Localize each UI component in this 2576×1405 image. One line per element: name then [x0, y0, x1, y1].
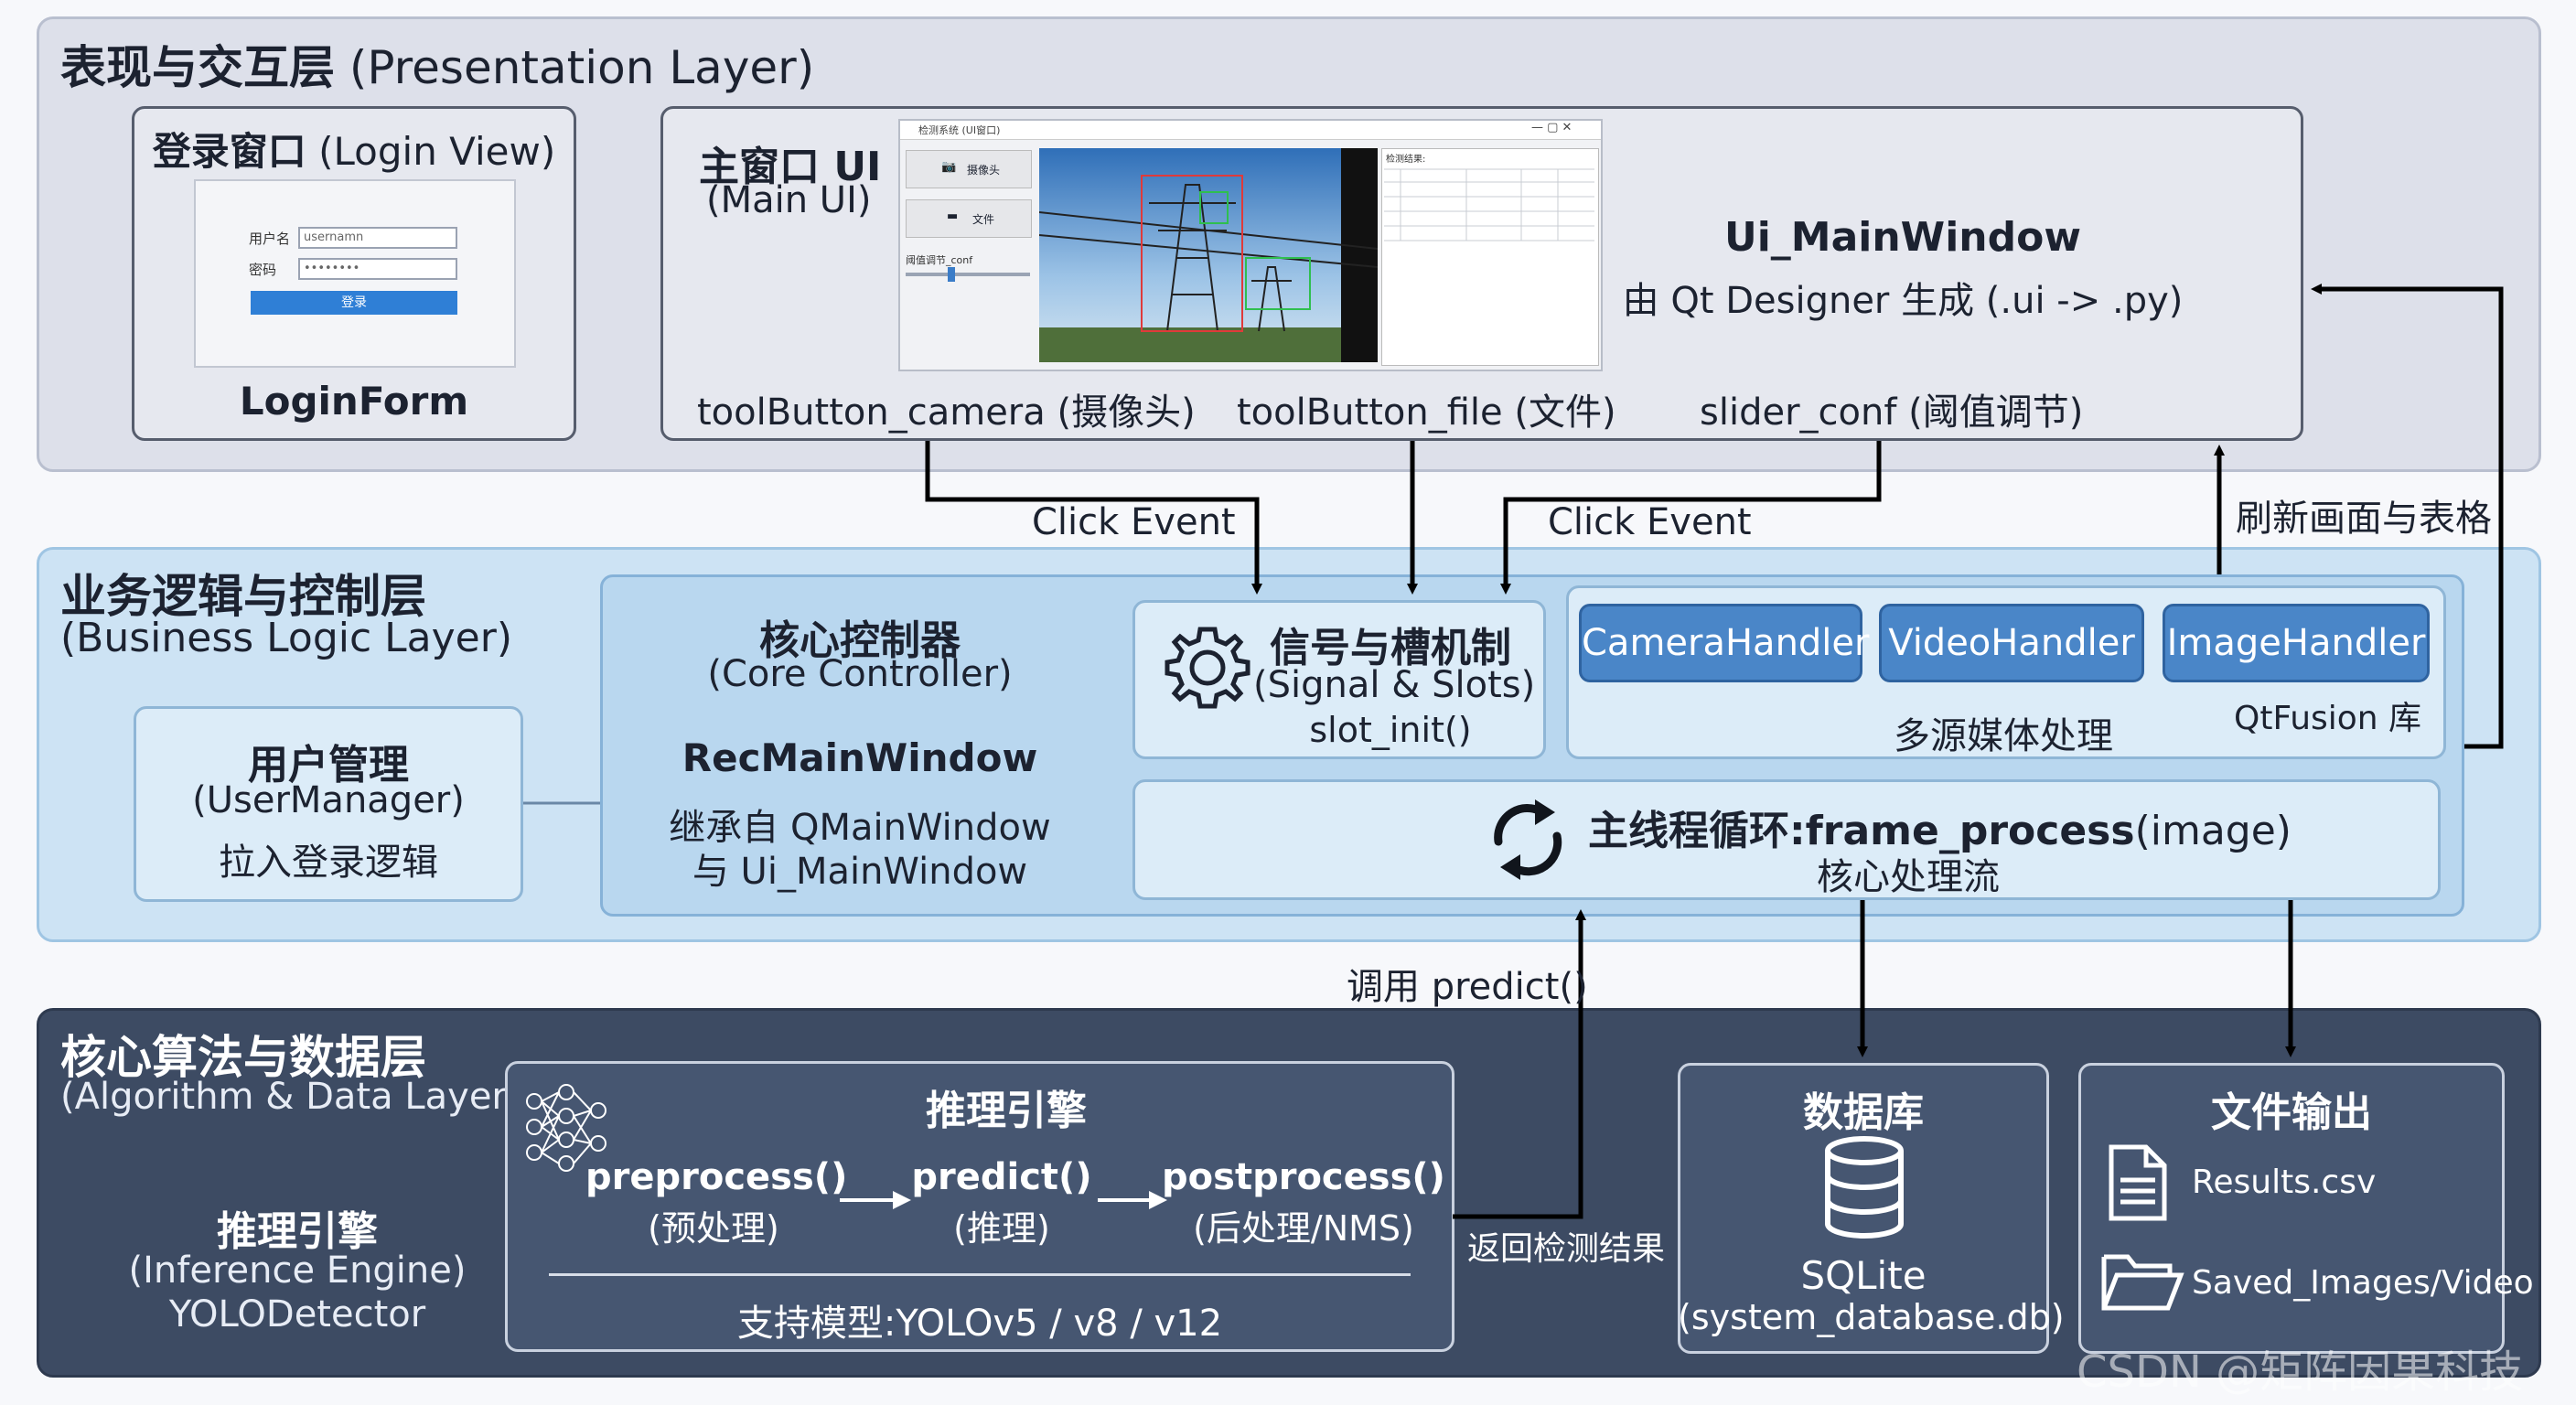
refresh-loop-icon [1494, 799, 1562, 880]
username-label: 用户名 [249, 231, 291, 247]
signal-slots-title: 信号与槽机制 [1270, 625, 1511, 671]
document-icon [2109, 1144, 2167, 1221]
main-ui-title-cn: 主窗口 UI [699, 144, 882, 190]
predict-desc: (推理) [953, 1208, 1050, 1249]
mini-camera-label: 摄像头 [967, 164, 1001, 177]
pipeline-title: 推理引擎 [926, 1088, 1087, 1134]
image-handler-button[interactable]: ImageHandler [2163, 604, 2430, 682]
camera-handler-button[interactable]: CameraHandler [1579, 604, 1869, 682]
user-manager-box [134, 706, 523, 902]
user-manager-desc: 拉入登录逻辑 [219, 842, 438, 884]
folder-icon [2101, 1254, 2184, 1311]
database-title: 数据库 [1803, 1089, 1924, 1136]
widget-slider-label: slider_conf (阈值调节) [1700, 391, 2084, 434]
widget-camera-label: toolButton_camera (摄像头) [697, 391, 1196, 434]
business-layer-title-cn: 业务逻辑与控制层 [60, 570, 426, 623]
presentation-layer-title: 表现与交互层 (Presentation Layer) [60, 41, 815, 94]
click-event-label-left: Click Event [1032, 501, 1236, 543]
media-handlers-caption: 多源媒体处理 [1894, 715, 2113, 757]
core-controller-subtitle: (Core Controller) [707, 653, 1013, 695]
username-field[interactable]: usernamn [298, 227, 457, 249]
click-event-label-right: Click Event [1548, 501, 1752, 543]
user-manager-class: (UserManager) [192, 779, 465, 821]
pipeline-divider [549, 1273, 1411, 1276]
slot-init-func: slot_init() [1309, 710, 1472, 750]
folder-icon: ▬ [947, 209, 959, 223]
main-loop-title: 主线程循环:frame_process(image) [1588, 798, 2292, 856]
core-controller-title: 核心控制器 [759, 617, 961, 664]
business-layer-title-en: (Business Logic Layer) [60, 615, 513, 661]
mini-result-table: 检测结果: [1381, 148, 1599, 366]
ui-mainwindow-class: Ui_MainWindow [1723, 214, 2081, 261]
gear-icon [1165, 627, 1250, 709]
algorithm-layer-title-en: (Algorithm & Data Layer) [60, 1076, 521, 1118]
qtfusion-lib-label: QtFusion 库 [2234, 700, 2422, 737]
widget-file-label: toolButton_file (文件) [1237, 391, 1616, 434]
supported-models: 支持模型:YOLOv5 / v8 / v12 [736, 1303, 1223, 1345]
mini-table-header: 检测结果: [1386, 155, 1426, 165]
return-result-label: 返回检测结果 [1467, 1230, 1666, 1268]
main-ui-title-en: (Main UI) [706, 179, 872, 221]
postprocess-desc: (后处理/NMS) [1193, 1208, 1414, 1249]
neural-network-icon [526, 1084, 606, 1172]
camera-icon: 📷 [941, 160, 957, 174]
mini-slider-track[interactable] [906, 273, 1030, 276]
frame-process-func: frame_process [1805, 808, 2135, 854]
user-manager-title: 用户管理 [248, 742, 409, 788]
password-field[interactable]: •••••••• [298, 258, 457, 280]
signal-slots-subtitle: (Signal & Slots) [1253, 664, 1536, 706]
mini-slider-handle[interactable] [948, 267, 955, 282]
database-box [1678, 1063, 2049, 1354]
mini-camera-button[interactable]: 📷 摄像头 [906, 150, 1032, 188]
main-loop-desc: 核心处理流 [1817, 856, 2000, 898]
sqlite-label: SQLite [1800, 1253, 1927, 1298]
inherit-line-1: 继承自 QMainWindow [669, 807, 1051, 849]
video-handler-button[interactable]: VideoHandler [1879, 604, 2144, 682]
video-frame [1039, 148, 1378, 362]
predict-func: predict() [911, 1156, 1092, 1198]
saved-media-label: Saved_Images/Video [2192, 1264, 2534, 1302]
preprocess-func: preprocess() [585, 1156, 848, 1198]
inference-pipeline-box [505, 1061, 1454, 1352]
results-csv-label: Results.csv [2192, 1164, 2377, 1201]
database-file: (system_database.db) [1678, 1297, 2065, 1337]
password-label: 密码 [249, 262, 277, 278]
inference-engine-title: 推理引擎 [217, 1208, 378, 1255]
login-button[interactable]: 登录 [251, 291, 457, 315]
yolo-detector-class: YOLODetector [168, 1293, 426, 1335]
mini-slider-label: 阈值调节_conf [906, 254, 973, 266]
preprocess-desc: (预处理) [648, 1208, 779, 1249]
qt-designer-note: 由 Qt Designer 生成 (.ui -> .py) [1622, 280, 2184, 322]
window-controls-icon: — ▢ ✕ [1531, 121, 1572, 134]
mini-file-label: 文件 [972, 213, 995, 226]
login-view-title: 登录窗口 (Login View) [152, 129, 556, 174]
database-icon [1825, 1136, 1904, 1239]
watermark: CSDN @矩阵因果科技 [2077, 1346, 2524, 1398]
inference-engine-subtitle: (Inference Engine) [128, 1249, 467, 1292]
postprocess-func: postprocess() [1162, 1156, 1445, 1198]
login-form-preview: 用户名 usernamn 密码 •••••••• 登录 [194, 179, 516, 368]
main-loop-label: 主线程循环: [1588, 808, 1806, 854]
login-form-name: LoginForm [239, 379, 469, 424]
main-window-screenshot: 检测系统 (UI窗口) — ▢ ✕ 📷 摄像头 ▬ 文件 阈值调节_conf 检… [898, 119, 1603, 371]
file-output-box [2078, 1063, 2505, 1354]
frame-process-arg: (image) [2134, 808, 2292, 854]
algorithm-layer-title-cn: 核心算法与数据层 [60, 1031, 426, 1084]
refresh-label: 刷新画面与表格 [2236, 498, 2492, 540]
inherit-line-2: 与 Ui_MainWindow [692, 851, 1028, 893]
file-output-title: 文件输出 [2211, 1089, 2372, 1136]
mini-file-button[interactable]: ▬ 文件 [906, 199, 1032, 238]
main-loop-box [1132, 779, 2441, 900]
rec-main-window-class: RecMainWindow [682, 735, 1038, 780]
call-predict-label: 调用 predict() [1347, 966, 1588, 1008]
screenshot-window-title: 检测系统 (UI窗口) [918, 124, 1001, 136]
